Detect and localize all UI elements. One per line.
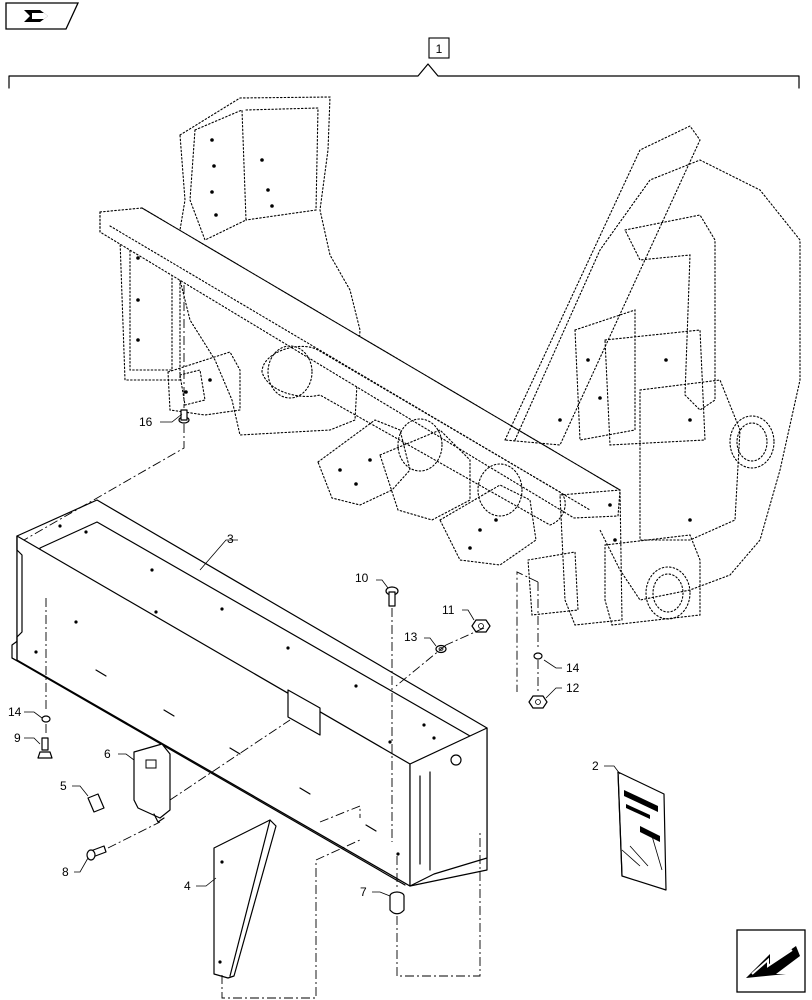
bolt-9 <box>37 737 53 759</box>
assembly-lines <box>23 285 539 999</box>
callout-4: 4 <box>184 879 191 893</box>
callout-10: 10 <box>355 571 369 585</box>
next-page-arrow-icon[interactable] <box>736 929 806 993</box>
bolt-10 <box>385 586 399 607</box>
washer-14-right <box>533 652 543 660</box>
assembly-bracket: 1 <box>8 37 800 89</box>
callout-6: 6 <box>104 747 111 761</box>
bolt-8 <box>86 845 107 861</box>
bushing-7 <box>389 891 405 915</box>
callout-11: 11 <box>442 603 455 617</box>
callout-1: 1 <box>436 42 443 56</box>
callout-5: 5 <box>60 779 67 793</box>
callout-14-right: 14 <box>566 661 580 675</box>
callout-2: 2 <box>592 759 599 773</box>
bolt-16 <box>178 409 190 424</box>
callout-3: 3 <box>227 532 234 546</box>
callout-13: 13 <box>404 630 418 644</box>
callout-7: 7 <box>360 885 367 899</box>
tool-box <box>11 499 488 887</box>
leader-lines <box>24 413 621 897</box>
callout-labels: 16 3 10 11 13 14 12 14 9 6 5 8 4 7 2 <box>8 415 599 899</box>
callout-14-left: 14 <box>8 705 22 719</box>
latch-plate <box>133 743 171 823</box>
pad <box>87 793 105 813</box>
callout-12: 12 <box>566 681 580 695</box>
machine-frame <box>99 96 801 626</box>
callout-9: 9 <box>14 731 21 745</box>
box-holes <box>34 524 436 856</box>
washer-14-left <box>41 715 51 723</box>
box-slots <box>95 669 377 832</box>
book-view-icon[interactable] <box>5 2 80 30</box>
nut-12 <box>528 695 548 709</box>
frame-holes <box>136 138 692 550</box>
cover-plate <box>213 819 277 979</box>
callout-16: 16 <box>139 415 153 429</box>
operator-manual <box>617 771 667 891</box>
nut-11 <box>471 619 491 633</box>
callout-8: 8 <box>62 865 69 879</box>
